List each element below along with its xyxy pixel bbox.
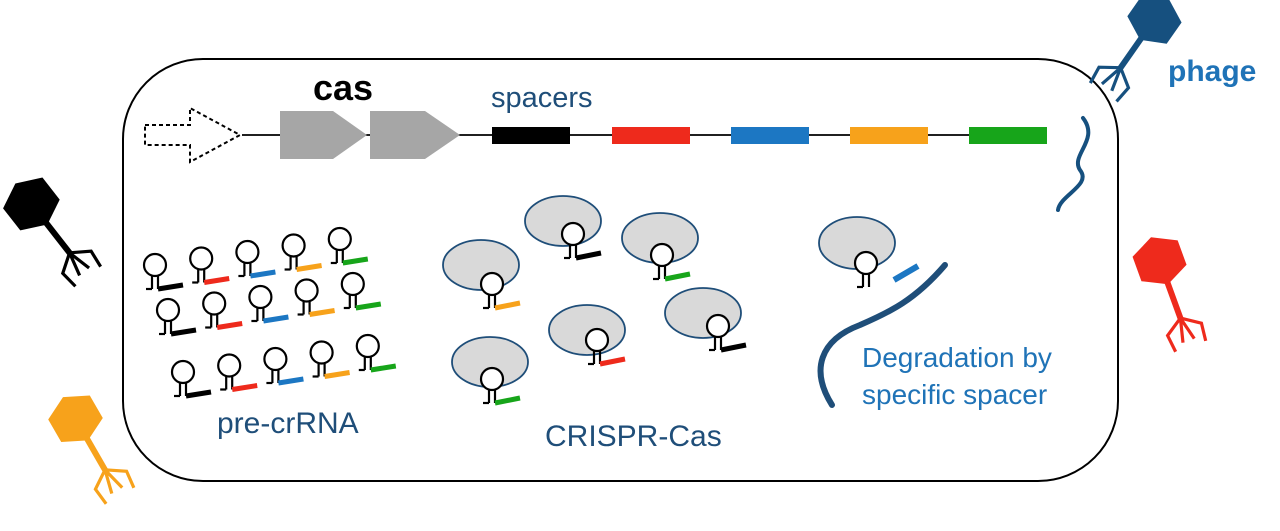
pre-crrna-unit bbox=[202, 291, 243, 330]
phage-black bbox=[3, 177, 102, 288]
degradation-label-line1: Degradation by bbox=[862, 342, 1052, 373]
crispr-cas-complex bbox=[451, 336, 529, 406]
cas-genes-label: cas bbox=[313, 67, 374, 108]
phage-dna-injection bbox=[1056, 116, 1091, 212]
pre-crrna-unit bbox=[327, 226, 369, 266]
pre-crrna-unit bbox=[281, 233, 322, 272]
pre-crrna-unit bbox=[294, 278, 335, 317]
bacterial-cell bbox=[122, 58, 1119, 482]
pre-crrna-unit bbox=[355, 333, 397, 373]
crispr-cas-complex bbox=[548, 304, 626, 367]
crispr-cas-complex bbox=[442, 239, 521, 311]
pre-crrna-array bbox=[142, 226, 397, 399]
spacers-label: spacers bbox=[491, 82, 593, 114]
crispr-locus bbox=[144, 106, 1047, 164]
pre-crrna-unit bbox=[248, 284, 289, 324]
pre-crrna-label: pre-crRNA bbox=[217, 407, 359, 440]
phage-orange bbox=[48, 395, 136, 505]
pre-crrna-unit bbox=[189, 246, 230, 285]
cas-gene-1 bbox=[280, 111, 367, 159]
bound-spacer bbox=[892, 263, 920, 283]
pre-crrna-unit bbox=[170, 359, 212, 399]
crispr-cas-label: CRISPR-Cas bbox=[545, 420, 722, 453]
spacer-blue bbox=[731, 127, 809, 144]
cas-gene-2 bbox=[370, 111, 460, 159]
crispr-cas-complex bbox=[524, 195, 602, 261]
spacer-green bbox=[969, 127, 1047, 144]
promoter-arrow bbox=[144, 106, 243, 164]
spacer-black bbox=[492, 127, 570, 144]
degradation-complex bbox=[817, 216, 948, 408]
pre-crrna-unit bbox=[263, 346, 304, 386]
pre-crrna-unit bbox=[155, 297, 197, 337]
degradation-label-line2: specific spacer bbox=[862, 379, 1048, 410]
spacer-orange bbox=[850, 127, 928, 144]
crispr-cas-complex bbox=[621, 212, 699, 282]
crispr-cas-complex bbox=[664, 287, 747, 353]
phage-label: phage bbox=[1168, 55, 1257, 88]
pre-crrna-unit bbox=[235, 239, 276, 279]
phage-blue bbox=[1088, 0, 1182, 103]
degraded-dna-strand bbox=[817, 262, 948, 408]
spacer-red bbox=[612, 127, 690, 144]
pre-crrna-unit bbox=[217, 353, 258, 392]
pre-crrna-unit bbox=[309, 340, 350, 379]
pre-crrna-unit bbox=[340, 271, 382, 311]
pre-crrna-unit bbox=[142, 252, 184, 292]
crispr-cas-complexes bbox=[442, 195, 747, 406]
phage-red bbox=[1132, 237, 1208, 353]
